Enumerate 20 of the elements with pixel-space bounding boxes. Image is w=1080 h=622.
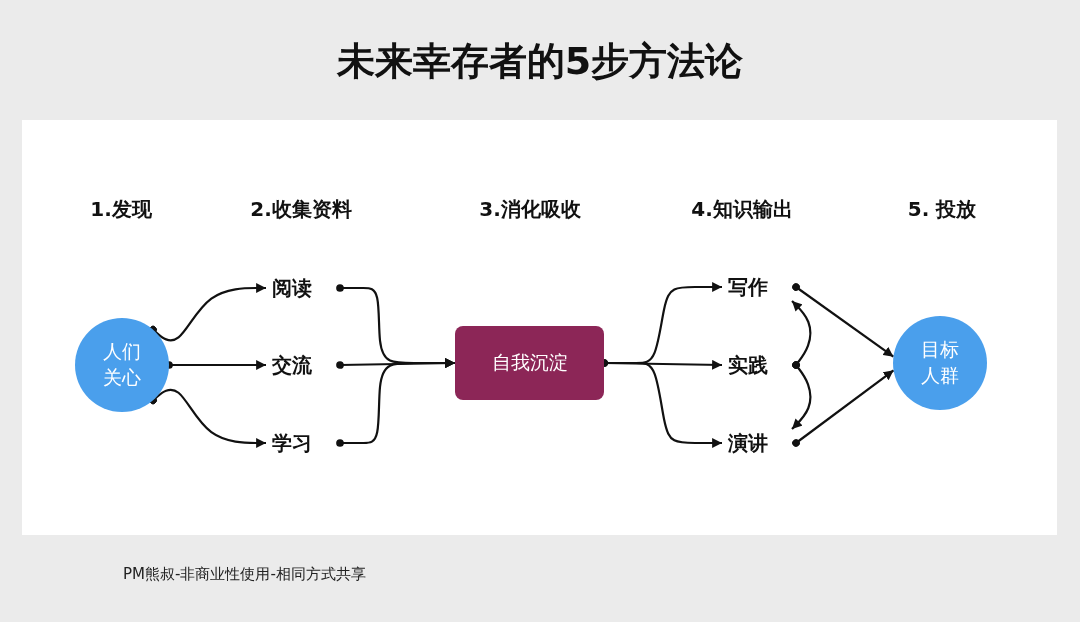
step-heading: 1.发现 xyxy=(89,196,153,223)
arrow xyxy=(791,361,812,430)
step-heading: 5. 投放 xyxy=(906,196,978,223)
arrow xyxy=(792,369,895,447)
arrow xyxy=(149,283,266,342)
item-text: 写作 xyxy=(722,273,796,301)
item-text: 学习 xyxy=(266,429,340,457)
step-heading: 4.知识输出 xyxy=(690,196,794,223)
item-text: 阅读 xyxy=(266,274,340,302)
item-text: 演讲 xyxy=(722,429,796,457)
step-heading: 3.消化吸收 xyxy=(478,196,582,223)
item-text: 交流 xyxy=(266,351,340,379)
license-note: PM熊叔-非商业性使用-相同方式共享 xyxy=(123,565,366,584)
title: 未来幸存者的5步方法论 xyxy=(335,38,745,85)
arrow xyxy=(792,283,895,358)
item-text: 实践 xyxy=(722,351,796,379)
arrow xyxy=(149,388,266,448)
arrow xyxy=(336,358,455,447)
process-box: 自我沉淀 xyxy=(455,326,604,400)
step-heading: 2.收集资料 xyxy=(249,196,353,223)
